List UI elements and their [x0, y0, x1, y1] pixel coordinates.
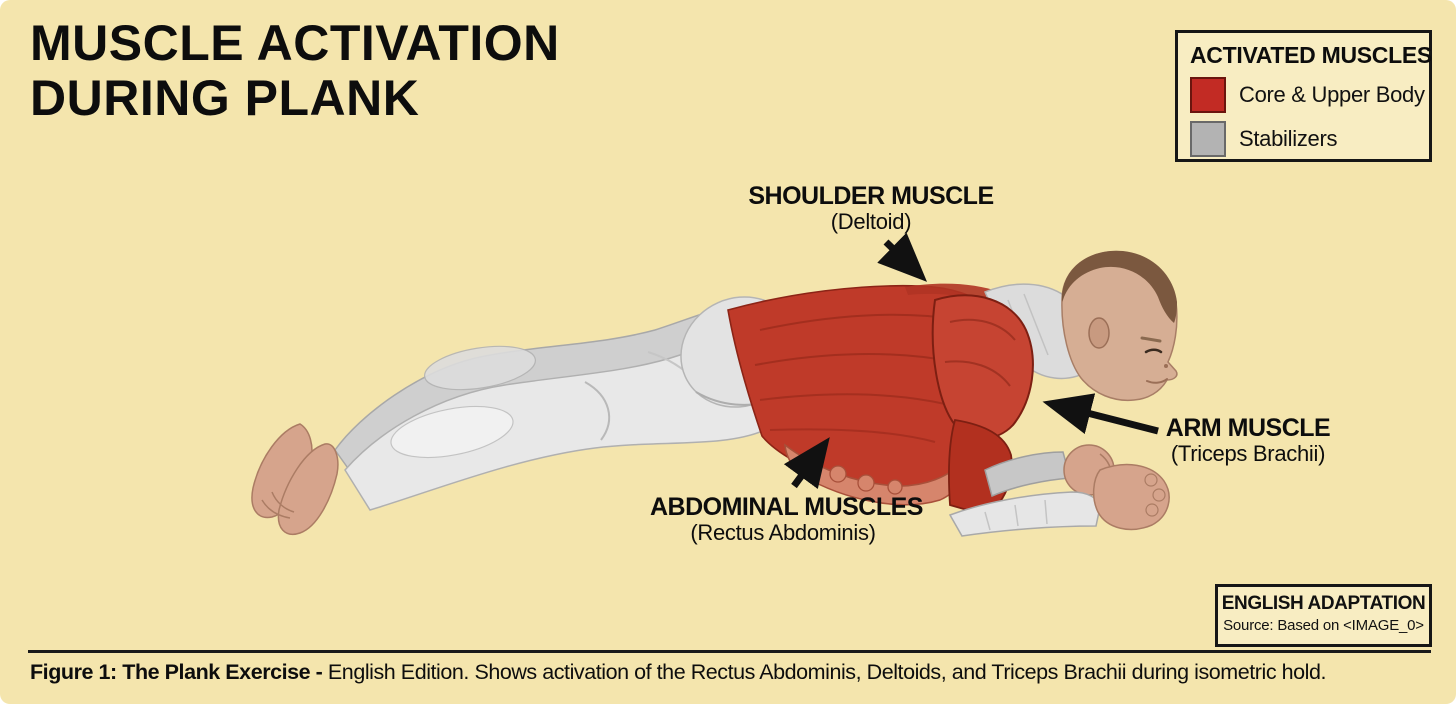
pointer-arrows	[783, 232, 1159, 490]
shoulder-muscle-subtitle: (Deltoid)	[830, 209, 912, 234]
knee-contour	[584, 381, 611, 441]
serratus-bump-1	[829, 465, 847, 483]
figure-caption-body: English Edition. Shows activation of the…	[327, 660, 1327, 684]
stabilizer-color-swatch	[1190, 121, 1226, 157]
eye	[1144, 348, 1163, 354]
caption-divider	[28, 650, 1431, 653]
arrow-arm	[1042, 393, 1159, 435]
lat-striation-2	[754, 353, 956, 366]
abdominal-muscles-title: ABDOMINAL MUSCLES	[650, 493, 923, 521]
knuckle-2	[1152, 488, 1166, 502]
eyebrow	[1140, 336, 1162, 343]
legend-item-activated: Core & Upper Body	[1190, 77, 1425, 113]
knuckle-3	[1145, 503, 1159, 517]
oblique-striation	[769, 428, 936, 443]
figure-caption-lead: Figure 1: The Plank Exercise -	[30, 660, 328, 684]
mouth	[1146, 378, 1168, 384]
nostril	[1164, 364, 1168, 368]
serratus-bump-2	[857, 474, 875, 492]
deltoid-striation	[944, 318, 1016, 387]
arm-muscle-label: ARM MUSCLE (Triceps Brachii)	[1135, 414, 1361, 467]
legend-box: ACTIVATED MUSCLES Core & Upper Body Stab…	[1175, 30, 1432, 162]
page-title-line1: MUSCLE ACTIVATION	[30, 15, 560, 71]
near-calf-muscle	[390, 405, 514, 459]
arm-muscle-title: ARM MUSCLE	[1165, 414, 1331, 442]
arrow-shoulder	[877, 232, 928, 282]
far-calf-muscle	[424, 345, 536, 391]
abdominal-muscles-subtitle: (Rectus Abdominis)	[690, 520, 876, 545]
legend-label-activated: Core & Upper Body	[1239, 82, 1425, 107]
toes	[261, 491, 295, 519]
page-title: MUSCLE ACTIVATION DURING PLANK	[30, 16, 560, 125]
arm-muscle-subtitle: (Triceps Brachii)	[1170, 441, 1326, 466]
figure-caption: Figure 1: The Plank Exercise - English E…	[30, 660, 1440, 685]
legend-label-stabilizers: Stabilizers	[1239, 126, 1338, 151]
knuckle-1	[1144, 473, 1158, 487]
adaptation-title: ENGLISH ADAPTATION	[1221, 593, 1426, 614]
lat-striation-3	[759, 393, 946, 405]
legend-title: ACTIVATED MUSCLES	[1190, 42, 1432, 68]
adaptation-source: Source: Based on <IMAGE_0>	[1223, 617, 1424, 634]
arrow-abdominal	[783, 437, 830, 490]
ear	[1088, 317, 1110, 349]
legend-item-stabilizers: Stabilizers	[1190, 121, 1417, 157]
serratus-bump-3	[887, 479, 903, 495]
shoulder-muscle-title: SHOULDER MUSCLE	[748, 182, 994, 210]
shoulder-muscle-label: SHOULDER MUSCLE (Deltoid)	[746, 182, 996, 235]
adaptation-box: ENGLISH ADAPTATION Source: Based on <IMA…	[1215, 584, 1432, 647]
abdominal-muscles-label: ABDOMINAL MUSCLES (Rectus Abdominis)	[650, 493, 923, 546]
page-title-line2: DURING PLANK	[30, 69, 420, 126]
activated-color-swatch	[1190, 77, 1226, 113]
hair	[1061, 250, 1177, 323]
forearm-striation	[984, 499, 1048, 531]
